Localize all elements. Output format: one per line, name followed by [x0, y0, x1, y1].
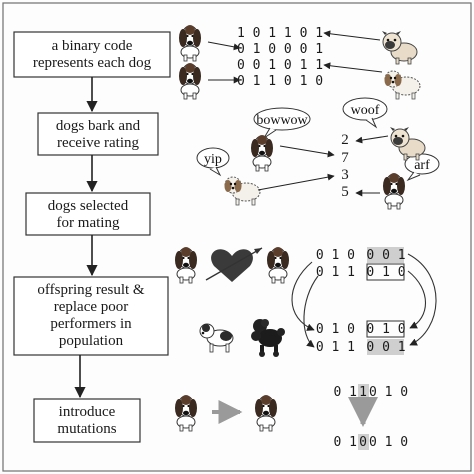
rating-value: 2 [341, 132, 349, 148]
offspring-1-tail: 0 1 0 [366, 322, 405, 337]
parent-1-tail: 0 0 1 [366, 248, 405, 263]
rating-panel: bowwow woof yip arf 2 7 3 5 [196, 97, 440, 210]
rating-value: 7 [341, 150, 349, 166]
encode-arrow [323, 30, 381, 41]
step-1-line-1: a binary code [52, 38, 133, 54]
crossover-highlight [367, 339, 404, 355]
bark-label-4: arf [414, 158, 430, 173]
basset-dog-icon [254, 394, 278, 432]
basset-dog-icon [178, 62, 202, 100]
heart-arrow-icon [205, 247, 263, 282]
mutation-before-suffix: 0 1 0 [369, 385, 408, 400]
code-row-4: 0 1 1 0 1 0 [237, 74, 323, 89]
flowchart: a binary code represents each dog dogs b… [13, 31, 171, 443]
step-3-line-1: dogs selected [48, 198, 129, 214]
basset-dog-icon [178, 24, 202, 62]
step-4-line-1: offspring result & [37, 282, 145, 298]
step-box-mutation [33, 398, 141, 443]
fluffy-dog-icon [384, 70, 421, 100]
mutation-after-suffix: 0 1 0 [369, 435, 408, 450]
crossover-curve [407, 253, 437, 346]
speech-bubble [253, 107, 311, 131]
crossover-curve [407, 270, 427, 329]
code-row-1: 1 0 1 1 0 1 [237, 26, 323, 41]
bark-label-2: woof [351, 103, 380, 118]
mutated-bit-highlight [358, 384, 369, 400]
poodle-dog-icon [251, 319, 285, 357]
code-row-2: 0 1 0 0 0 1 [237, 42, 323, 57]
pug-dog-icon [389, 126, 426, 161]
offspring-2-tail: 0 0 1 [366, 340, 405, 355]
terrier-dog-icon [199, 323, 234, 353]
encoding-panel: 1 0 1 1 0 1 0 1 0 0 0 1 0 0 1 0 1 1 0 1 … [178, 24, 421, 100]
step-5-line-1: introduce [59, 404, 116, 420]
step-box-offspring [13, 276, 169, 356]
crossover-highlight [367, 247, 404, 263]
bark-label-3: yip [204, 152, 222, 167]
mutation-panel: 0 1 1 0 1 0 0 1 0 0 1 0 [174, 384, 408, 450]
code-row-3: 0 0 1 0 1 1 [237, 58, 323, 73]
speech-bubble [342, 97, 388, 121]
step-4-line-2: replace poor [54, 299, 129, 315]
encode-arrow [207, 41, 241, 51]
mutation-after-bit: 0 [359, 435, 367, 450]
pug-dog-icon [381, 30, 418, 65]
step-box-bark-rating [37, 112, 159, 156]
rating-arrow [279, 145, 335, 158]
crossover-outline [366, 320, 405, 338]
basset-dog-icon [382, 172, 406, 210]
parent-1-head: 0 1 0 [316, 248, 355, 263]
rating-value: 5 [341, 184, 349, 200]
crossover-curve [303, 275, 319, 348]
step-2-line-2: receive rating [57, 135, 140, 151]
crossover-panel: 0 1 0 0 0 1 0 1 1 0 1 0 0 1 0 0 1 0 0 1 … [174, 246, 437, 357]
crossover-outline [366, 263, 405, 281]
rating-arrow [257, 173, 335, 191]
step-5-line-2: mutations [57, 421, 116, 437]
speech-bubble-tail [263, 127, 277, 139]
step-4-line-4: population [59, 333, 124, 349]
basset-dog-icon [250, 134, 274, 172]
step-1-line-2: represents each dog [33, 55, 152, 71]
basset-dog-icon [174, 246, 198, 284]
step-box-selection [25, 192, 151, 236]
step-3-line-2: for mating [57, 215, 120, 231]
basset-dog-icon [266, 246, 290, 284]
parent-2-tail: 0 1 0 [366, 265, 405, 280]
offspring-2-head: 0 1 1 [316, 340, 355, 355]
mutation-before-bit: 1 [359, 385, 367, 400]
speech-bubble-tail [209, 166, 222, 177]
rating-arrow [355, 135, 389, 144]
step-4-line-3: performers in [50, 316, 132, 332]
mutation-before-prefix: 0 1 [334, 385, 357, 400]
step-2-line-1: dogs bark and [56, 118, 141, 134]
basset-dog-icon [174, 394, 198, 432]
mutated-bit-highlight [358, 434, 369, 450]
speech-bubble-tail [406, 171, 421, 182]
crossover-curve [291, 261, 315, 331]
speech-bubble-tail [365, 117, 378, 129]
fluffy-dog-icon [224, 176, 261, 206]
mutation-after-prefix: 0 1 [334, 435, 357, 450]
encode-arrow [323, 62, 383, 73]
bark-label-1: bowwow [256, 113, 308, 128]
rating-value: 3 [341, 167, 349, 183]
offspring-1-head: 0 1 0 [316, 322, 355, 337]
parent-2-head: 0 1 1 [316, 265, 355, 280]
